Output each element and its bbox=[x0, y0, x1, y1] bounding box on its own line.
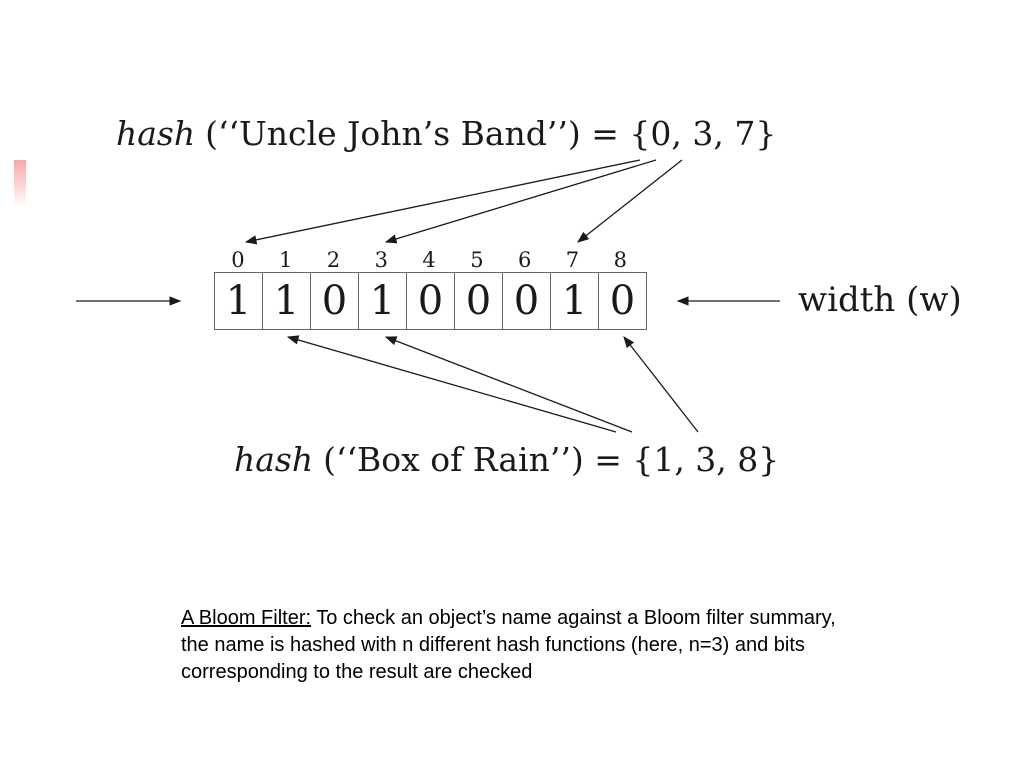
slide-accent-bar bbox=[14, 160, 26, 208]
arrow-bottom-to-bit-3 bbox=[384, 336, 633, 433]
top-hash-expression: hash(‘‘Uncle John’s Band’’) = {0, 3, 7} bbox=[116, 114, 776, 153]
bottom-hash-expression: hash(‘‘Box of Rain’’) = {1, 3, 8} bbox=[234, 440, 779, 479]
bit-index-7: 7 bbox=[565, 248, 580, 272]
bit-index-4: 4 bbox=[422, 248, 436, 272]
top-hash-arguments: (‘‘Uncle John’s Band’’) = {0, 3, 7} bbox=[205, 114, 777, 153]
bit-cell-8: 0 bbox=[609, 278, 636, 324]
bit-index-5: 5 bbox=[470, 248, 484, 272]
bit-cell-6: 0 bbox=[503, 273, 551, 329]
width-label: width (w) bbox=[798, 280, 962, 320]
bit-cell-4: 0 bbox=[407, 273, 455, 329]
bit-index-3: 3 bbox=[374, 248, 388, 272]
arrow-bottom-to-bit-1 bbox=[286, 335, 617, 433]
top-hash-function-name: hash bbox=[116, 114, 196, 153]
bit-cell-7: 1 bbox=[551, 273, 599, 329]
bit-cell-5: 0 bbox=[455, 273, 503, 329]
bit-index-0: 0 bbox=[231, 248, 245, 272]
bit-index-8: 8 bbox=[613, 248, 627, 272]
bit-cell-0: 1 bbox=[215, 273, 263, 329]
bit-cell-2: 0 bbox=[311, 273, 359, 329]
arrow-top-to-bit-7 bbox=[577, 159, 683, 243]
arrow-top-to-bit-3 bbox=[384, 159, 657, 244]
bit-index-2: 2 bbox=[326, 248, 341, 272]
bottom-hash-arguments: (‘‘Box of Rain’’) = {1, 3, 8} bbox=[323, 440, 780, 479]
bit-cell-3: 1 bbox=[359, 273, 407, 329]
caption-text: To check an object’s name against a Bloo… bbox=[181, 607, 836, 683]
arrow-top-to-bit-0 bbox=[244, 159, 641, 245]
bit-index-1: 1 bbox=[279, 248, 293, 272]
caption: A Bloom Filter: To check an object’s nam… bbox=[181, 605, 841, 686]
bit-cell-1: 1 bbox=[263, 273, 311, 329]
bit-index-6: 6 bbox=[517, 248, 532, 272]
arrow-bottom-to-bit-8 bbox=[623, 336, 699, 433]
caption-title: A Bloom Filter: bbox=[181, 607, 312, 629]
bottom-hash-function-name: hash bbox=[234, 440, 314, 479]
bit-index-row: 0 1 2 3 4 5 6 7 8 bbox=[214, 248, 644, 272]
